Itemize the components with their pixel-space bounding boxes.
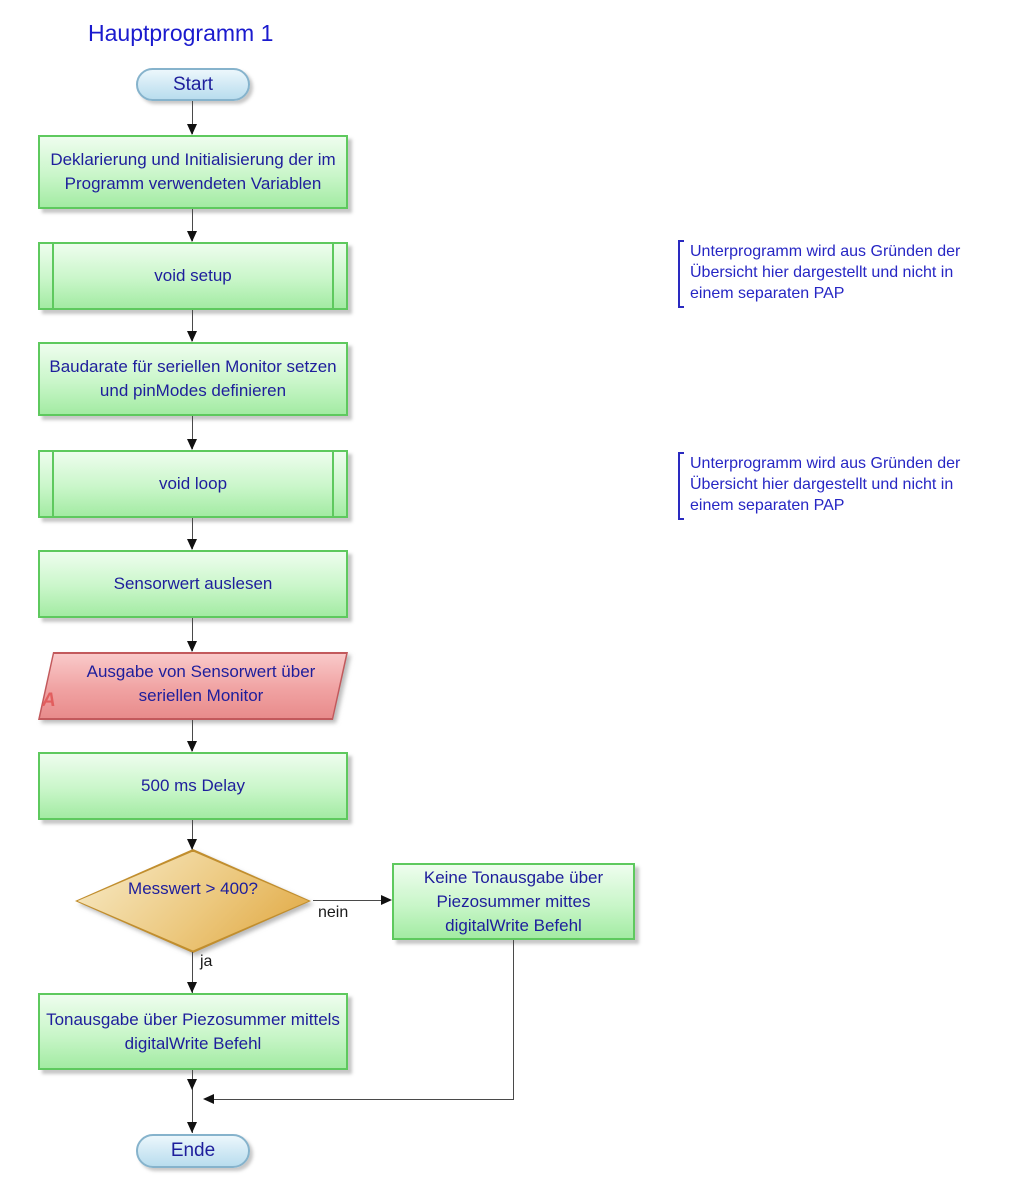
node-void-setup-label: void setup: [154, 266, 232, 285]
node-serial-output-corner-label: A: [42, 690, 56, 711]
node-void-setup: void setup: [38, 242, 348, 310]
connector-declare-setup: [192, 209, 193, 241]
node-yes-branch-label: Tonausgabe über Piezosummer mittels digi…: [46, 1009, 340, 1053]
node-yes-branch: Tonausgabe über Piezosummer mittels digi…: [38, 993, 348, 1070]
annotation-loop: Unterprogramm wird aus Gründen der Übers…: [690, 455, 961, 514]
arrowhead-icon: [187, 641, 197, 652]
connector-no-left: [214, 1099, 514, 1100]
connector-baudrate-loop: [192, 416, 193, 449]
connector-setup-baudrate: [192, 310, 193, 341]
node-declare-label: Deklarierung und Initialisierung der im …: [50, 150, 336, 193]
connector-start-declare: [192, 101, 193, 134]
page-title: Hauptprogramm 1: [88, 20, 274, 46]
connector-decision-no: [313, 900, 383, 901]
arrowhead-icon: [187, 1079, 197, 1090]
node-delay: 500 ms Delay: [38, 752, 348, 820]
connector-no-down: [513, 940, 514, 1100]
node-no-branch-label: Keine Tonausgabe über Piezosummer mittes…: [423, 867, 604, 935]
node-delay-label: 500 ms Delay: [141, 776, 245, 795]
arrowhead-icon: [187, 231, 197, 242]
edge-label-no: nein: [318, 904, 349, 921]
connector-delay-decision: [192, 820, 193, 849]
node-decision: [75, 849, 311, 953]
node-no-branch: Keine Tonausgabe über Piezosummer mittes…: [392, 863, 635, 940]
node-baudrate-label: Baudarate für seriellen Monitor setzen u…: [49, 357, 337, 400]
arrowhead-icon: [187, 1122, 197, 1133]
annotation-setup: Unterprogramm wird aus Gründen der Übers…: [690, 243, 961, 302]
connector-sensor-output: [192, 618, 193, 651]
edge-label-yes: ja: [200, 953, 213, 970]
node-serial-output-label: Ausgabe von Sensorwert über seriellen Mo…: [86, 662, 316, 705]
arrowhead-icon: [187, 982, 197, 993]
node-serial-output: [38, 652, 348, 720]
connector-output-delay: [192, 720, 193, 751]
node-end: Ende: [136, 1134, 250, 1168]
node-read-sensor: Sensorwert auslesen: [38, 550, 348, 618]
arrowhead-icon: [187, 331, 197, 342]
node-void-loop: void loop: [38, 450, 348, 518]
arrowhead-icon: [203, 1094, 214, 1104]
connector-yes-end: [192, 1070, 193, 1133]
node-start: Start: [136, 68, 250, 101]
arrowhead-icon: [187, 539, 197, 550]
connector-decision-yes: [192, 952, 193, 993]
arrowhead-icon: [381, 895, 392, 905]
arrowhead-icon: [187, 439, 197, 450]
arrowhead-icon: [187, 839, 197, 850]
node-read-sensor-label: Sensorwert auslesen: [113, 574, 273, 593]
node-decision-label: Messwert > 400?: [128, 879, 258, 898]
annotation-bracket-icon: [678, 240, 684, 308]
node-declare: Deklarierung und Initialisierung der im …: [38, 135, 348, 209]
node-baudrate: Baudarate für seriellen Monitor setzen u…: [38, 342, 348, 416]
arrowhead-icon: [187, 124, 197, 135]
node-void-loop-label: void loop: [158, 474, 228, 493]
connector-loop-sensor: [192, 518, 193, 549]
arrowhead-icon: [187, 741, 197, 752]
annotation-bracket-icon: [678, 452, 684, 520]
